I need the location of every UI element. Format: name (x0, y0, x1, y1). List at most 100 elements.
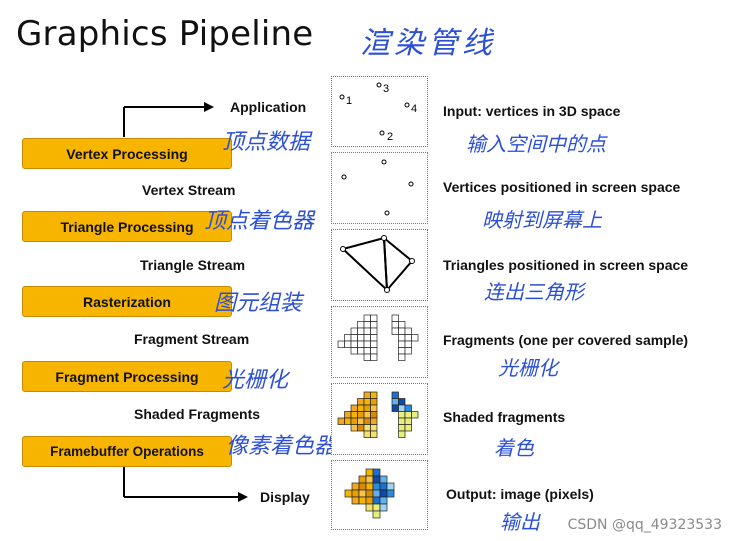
shaded-fragment-cell (404, 404, 412, 412)
fragment-stream-label: Fragment Stream (134, 331, 250, 347)
shaded-fragment-cell (391, 391, 399, 399)
output-pixel (358, 496, 367, 505)
fragment-cell (370, 327, 378, 335)
shaded-fragment-cell (337, 417, 345, 425)
panel-shaded-fragments (331, 383, 428, 455)
fragment-cell (344, 340, 352, 348)
output-pixel (386, 482, 395, 491)
output-pixel (372, 503, 381, 512)
shaded-fragment-cell (357, 424, 365, 432)
output-pixel (379, 496, 388, 505)
application-label: Application (230, 99, 307, 115)
panel-triangles (331, 229, 428, 301)
shaded-fragment-cell (363, 430, 371, 438)
shaded-fragment-cell (404, 417, 412, 425)
vertex-label-4: 4 (411, 103, 417, 115)
panel-fragments (331, 306, 428, 378)
fragment-cell (398, 347, 406, 355)
fragment-cell (357, 321, 365, 329)
output-pixel (379, 482, 388, 491)
note-triangle-processing: 顶点着色器 (204, 209, 315, 234)
vertex-label-3: 3 (383, 83, 389, 95)
shaded-fragment-cell (411, 411, 419, 419)
desc-fragments: Fragments (one per covered sample) (443, 332, 689, 348)
fragment-cell (398, 340, 406, 348)
note-shaded-fragments: 着色 (494, 436, 534, 460)
shaded-fragment-cell (350, 411, 358, 419)
shaded-fragment-cell (363, 424, 371, 432)
fragment-cell (344, 334, 352, 342)
shaded-fragment-cell (350, 404, 358, 412)
fragment-cell (398, 334, 406, 342)
fragment-cell (404, 327, 412, 335)
shaded-fragment-cell (357, 417, 365, 425)
shaded-fragment-cell (398, 430, 406, 438)
panel-input-vertices: 1 3 4 2 (331, 76, 428, 147)
page-title: Graphics Pipeline (16, 14, 314, 54)
shaded-fragment-cell (344, 411, 352, 419)
output-pixel (372, 496, 381, 505)
fragment-cell (363, 321, 371, 329)
fragment-cell (391, 314, 399, 322)
output-pixel (365, 482, 374, 491)
note-rasterization: 图元组装 (214, 291, 303, 316)
shaded-fragment-cell (391, 404, 399, 412)
shaded-fragment-cell (357, 404, 365, 412)
shaded-fragment-cell (363, 398, 371, 406)
fragment-cell (357, 340, 365, 348)
note-vertex-processing: 顶点数据 (222, 130, 311, 155)
shaded-fragment-cell (404, 411, 412, 419)
stage-framebuffer-operations: Framebuffer Operations (22, 436, 232, 467)
shaded-fragment-cell (370, 430, 378, 438)
output-pixel (379, 475, 388, 484)
fragment-cell (363, 327, 371, 335)
fragment-cell (411, 334, 419, 342)
output-pixel (372, 489, 381, 498)
desc-vertices-screen: Vertices positioned in screen space (443, 179, 681, 195)
shaded-fragment-cell (404, 424, 412, 432)
shaded-fragment-cell (398, 398, 406, 406)
output-pixel (365, 475, 374, 484)
output-pixel (372, 510, 381, 519)
shaded-fragment-cell (398, 404, 406, 412)
fragment-cell (370, 340, 378, 348)
note-vertices-screen: 映射到屏幕上 (482, 208, 602, 232)
fragment-cell (404, 340, 412, 348)
note-fragment-processing: 光栅化 (222, 368, 289, 393)
output-pixel (358, 475, 367, 484)
output-pixel (365, 468, 374, 477)
fragment-cell (391, 327, 399, 335)
panel-output-image (331, 460, 428, 530)
shaded-fragment-cell (398, 417, 406, 425)
shaded-fragment-cell (363, 391, 371, 399)
output-pixel (351, 482, 360, 491)
shaded-fragment-cell (370, 424, 378, 432)
stage-fragment-processing: Fragment Processing (22, 361, 232, 392)
shaded-fragment-cell (357, 411, 365, 419)
triangle-stream-label: Triangle Stream (140, 257, 246, 273)
vertex-label-1: 1 (346, 95, 352, 107)
shaded-fragment-cell (344, 417, 352, 425)
fragment-cell (363, 314, 371, 322)
output-pixel (365, 503, 374, 512)
fragment-cell (350, 327, 358, 335)
shaded-fragment-cell (363, 404, 371, 412)
fragment-cell (370, 334, 378, 342)
fragment-cell (350, 347, 358, 355)
fragment-cell (398, 327, 406, 335)
shaded-fragment-cell (370, 417, 378, 425)
vertex-label-2: 2 (387, 131, 393, 143)
output-pixel (372, 482, 381, 491)
note-input: 输入空间中的点 (466, 132, 606, 156)
fragment-cell (391, 321, 399, 329)
shaded-fragment-cell (398, 411, 406, 419)
shaded-fragments-label: Shaded Fragments (134, 406, 261, 422)
output-pixel (358, 489, 367, 498)
shaded-fragment-cell (370, 398, 378, 406)
fragment-cell (350, 334, 358, 342)
fragment-cell (363, 347, 371, 355)
shaded-fragment-cell (363, 417, 371, 425)
fragment-cell (363, 353, 371, 361)
shaded-fragment-cell (391, 398, 399, 406)
